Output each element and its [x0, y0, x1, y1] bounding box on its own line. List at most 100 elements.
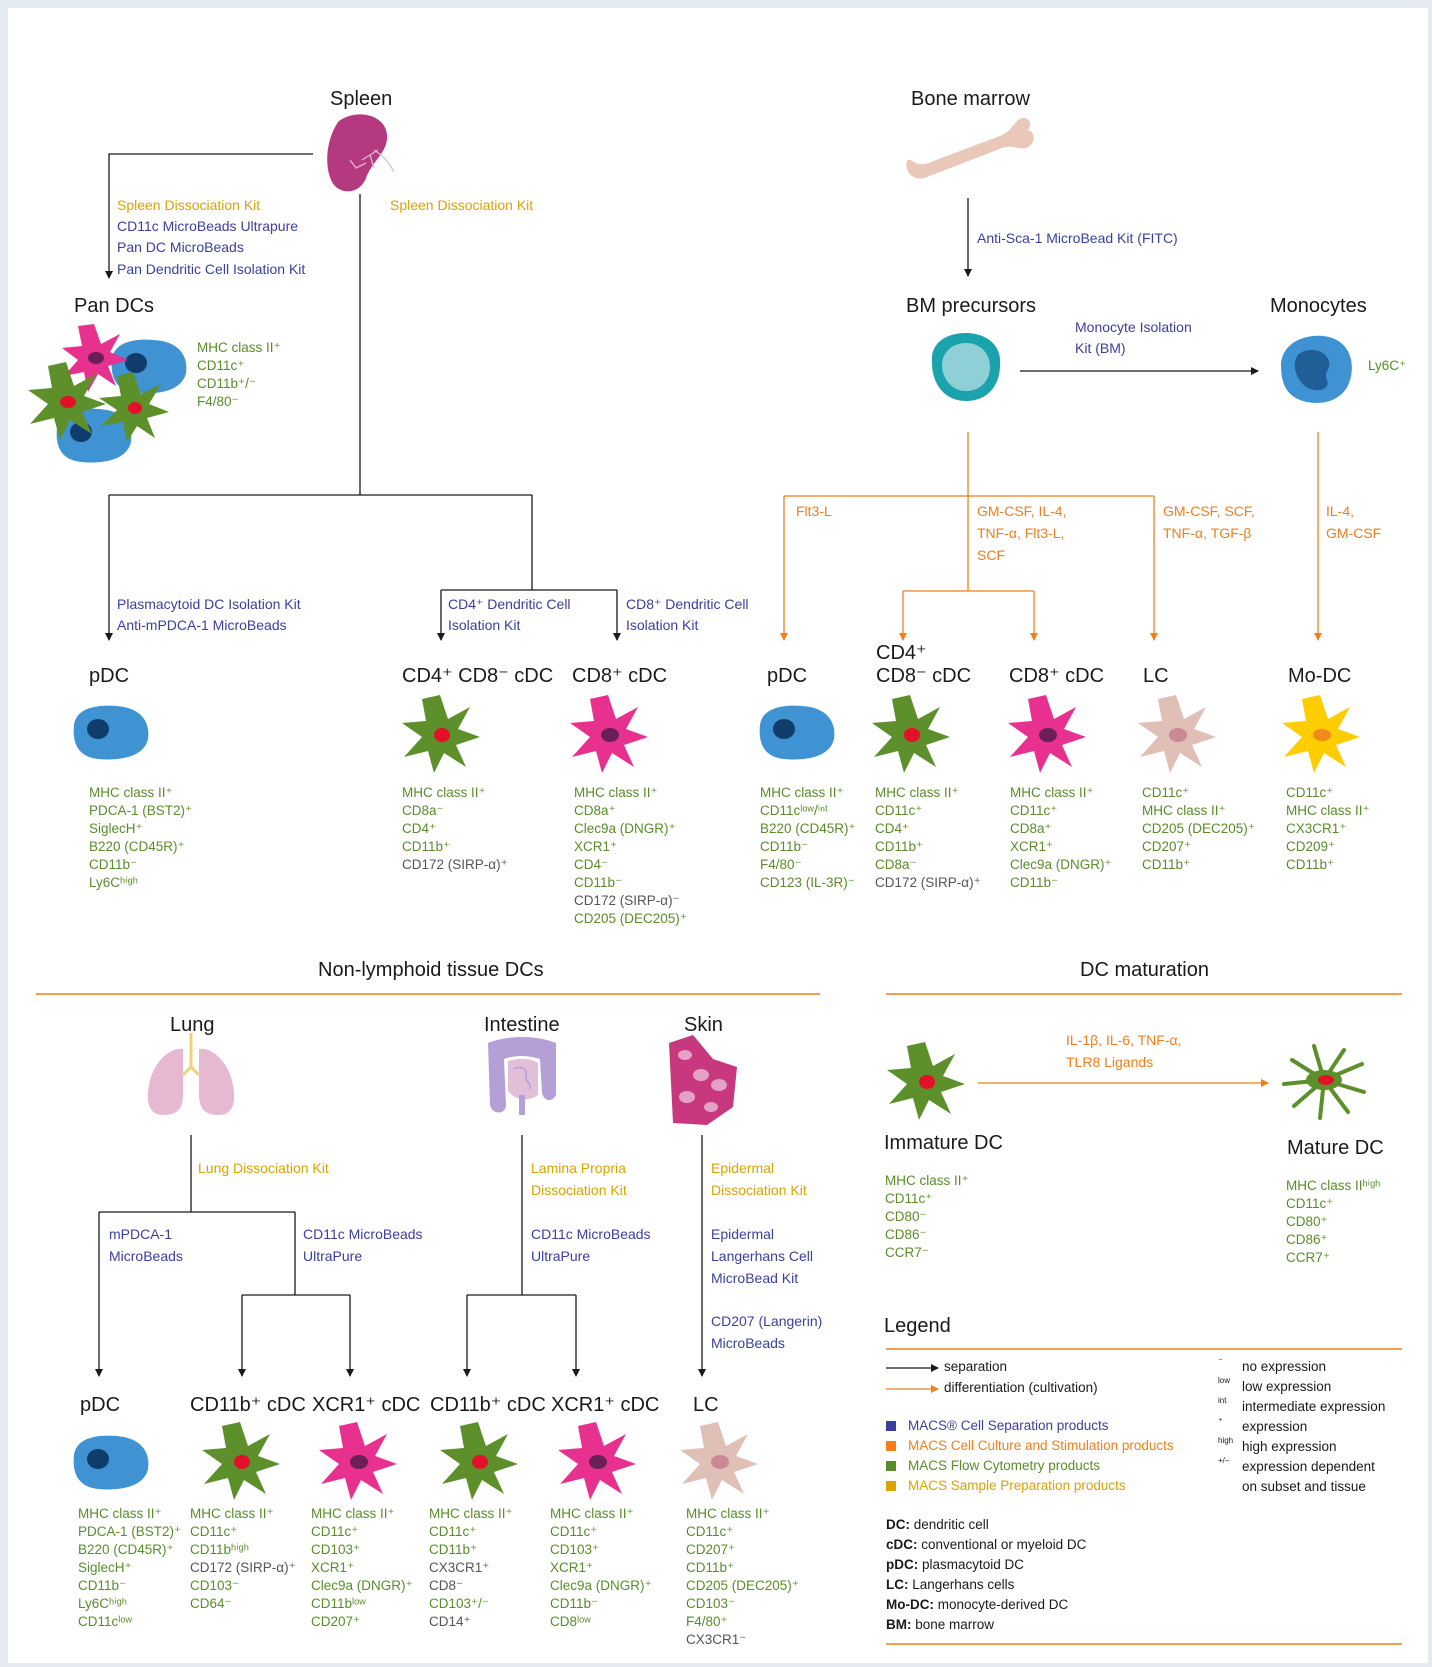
marker: CD11c⁺ [1010, 803, 1058, 818]
figure-card [8, 8, 1428, 1663]
bm-cd8-markers: MHC class II⁺CD11c⁺CD8a⁺XCR1⁺Clec9a (DNG… [1010, 784, 1112, 892]
bone-marrow-heading: Bone marrow [911, 88, 1030, 110]
marker: CD11bˡᵒʷ [311, 1596, 366, 1611]
cd4-dc-kit-line2: Isolation Kit [448, 617, 521, 633]
spleen-cd8-markers: MHC class II⁺CD8a⁺Clec9a (DNGR)⁺XCR1⁺CD4… [574, 784, 687, 928]
cd8-dc-kit-line1: CD8⁺ Dendritic Cell [626, 596, 749, 612]
monocyte-isolation-kit-line1: Monocyte Isolation [1075, 319, 1192, 335]
marker: CD8ˡᵒʷ [550, 1614, 591, 1629]
bone-icon [906, 117, 1034, 179]
marker: CD11c⁺ [429, 1524, 477, 1539]
marker: CD11b⁺ [1286, 857, 1335, 872]
pan-dcs-heading: Pan DCs [74, 295, 155, 317]
marker: CD11c⁺ [885, 1191, 933, 1206]
marker: SiglecH⁺ [78, 1560, 132, 1575]
marker: CD11c⁺ [1142, 785, 1190, 800]
lung-pdc-markers: MHC class II⁺PDCA-1 (BST2)⁺B220 (CD45R)⁺… [78, 1505, 181, 1631]
marker: CD207⁺ [686, 1542, 736, 1557]
marker: CD8a⁻ [875, 857, 917, 872]
dc-maturation-heading: DC maturation [1080, 959, 1209, 981]
marker: MHC class II⁺ [875, 785, 959, 800]
marker: MHC class II⁺ [1286, 803, 1370, 818]
spleen-cd8-cdc-cell-icon [570, 695, 648, 773]
marker: CD11c⁺ [1286, 785, 1334, 800]
marker: MHC class II⁺ [574, 785, 658, 800]
marker: PDCA-1 (BST2)⁺ [89, 803, 193, 818]
cd8-dc-kit-line2: Isolation Kit [626, 617, 699, 633]
marker: CD80⁺ [1286, 1214, 1328, 1229]
maturation-factors-line1: IL-1β, IL-6, TNF-α, [1066, 1032, 1182, 1048]
spleen-heading: Spleen [330, 88, 393, 110]
marker: CD8a⁻ [402, 803, 444, 818]
lung-icon [147, 1033, 235, 1115]
marker: CD11cˡᵒʷ [78, 1614, 132, 1629]
marker: MHC class II⁺ [1010, 785, 1094, 800]
marker: MHC class II⁺ [1142, 803, 1226, 818]
il4-line1: IL-4, [1326, 503, 1355, 519]
marker: MHC class II⁺ [686, 1506, 770, 1521]
bm-cd4-heading-line2: CD8⁻ cDC [876, 665, 972, 687]
marker: CD11b⁺ [402, 839, 451, 854]
bm-cd8-heading: CD8⁺ cDC [1009, 665, 1105, 687]
marker: CD4⁻ [574, 857, 609, 872]
legend-symbol: low [1218, 1376, 1231, 1385]
cd11c-microbeads-ultrapure-label: CD11c MicroBeads Ultrapure [117, 218, 299, 234]
cd207-line1: CD207 (Langerin) [711, 1313, 823, 1329]
marker: CD11c⁺ [686, 1524, 734, 1539]
mpdca1-microbeads-line2: MicroBeads [109, 1248, 183, 1264]
bm-modc-heading: Mo-DC [1288, 665, 1352, 687]
monocyte-markers: Ly6C⁺ [1368, 357, 1406, 375]
marker: CD11b⁺ [875, 839, 924, 854]
langerhans-kit-line2: Langerhans Cell [711, 1248, 813, 1264]
mpdca1-microbeads-line1: mPDCA-1 [109, 1226, 173, 1242]
legend-symbol-text: expression [1242, 1419, 1308, 1434]
cd11c-int-line2: UltraPure [531, 1248, 591, 1264]
marker: CD11b⁺ [686, 1560, 735, 1575]
marker: CD14⁺ [429, 1614, 471, 1629]
marker: CD123 (IL-3R)⁻ [760, 875, 855, 890]
legend-symbol-text: on subset and tissue [1242, 1479, 1366, 1494]
marker: MHC class II⁺ [197, 340, 281, 355]
monocytes-heading: Monocytes [1270, 295, 1367, 317]
bm-modc-markers: CD11c⁺MHC class II⁺CX3CR1⁺CD209⁺CD11b⁺ [1286, 784, 1370, 874]
lung-xcr1-markers: MHC class II⁺CD11c⁺CD103⁺XCR1⁺Clec9a (DN… [311, 1505, 413, 1631]
legend-symbol: +/– [1218, 1456, 1230, 1465]
legend-cell-separation-swatch [886, 1421, 896, 1431]
marker: CD11c⁺ [1286, 1196, 1334, 1211]
nonlymphoid-heading: Non-lymphoid tissue DCs [318, 959, 544, 981]
maturation-factors-line2: TLR8 Ligands [1066, 1054, 1154, 1070]
intestine-icon [488, 1037, 556, 1115]
cd11c-int-line1: CD11c MicroBeads [531, 1226, 651, 1242]
monocyte-isolation-kit-line2: Kit (BM) [1075, 340, 1126, 356]
immature-dc-markers: MHC class II⁺CD11c⁺CD80⁻CD86⁻CCR7⁻ [885, 1172, 969, 1262]
marker: B220 (CD45R)⁺ [89, 839, 185, 854]
lung-heading: Lung [170, 1014, 215, 1036]
lung-cd11b-heading: CD11b⁺ cDC [190, 1394, 306, 1416]
marker: MHC class II⁺ [402, 785, 486, 800]
marker: MHC class II⁺ [89, 785, 173, 800]
lamina-propria-line1: Lamina Propria [531, 1160, 626, 1176]
marker: MHC class II⁺ [760, 785, 844, 800]
legend-sample-prep-label: MACS Sample Preparation products [908, 1478, 1126, 1493]
legend-sample-prep-swatch [886, 1481, 896, 1491]
spleen-icon [327, 114, 395, 192]
monocyte-cell-icon [1281, 335, 1352, 403]
marker: F4/80⁺ [686, 1614, 728, 1629]
marker: CD172 (SIRP-α)⁺ [875, 875, 981, 890]
abbrev-modc: Mo-DC: monocyte-derived DC [886, 1597, 1069, 1612]
marker: B220 (CD45R)⁺ [760, 821, 856, 836]
marker: B220 (CD45R)⁺ [78, 1542, 174, 1557]
abbrev-cdc: cDC: conventional or myeloid DC [886, 1537, 1087, 1552]
marker: CD11b⁻ [89, 857, 138, 872]
bm-precursors-heading: BM precursors [906, 295, 1037, 317]
flt3-label: Flt3-L [796, 503, 832, 519]
int-cd11b-heading: CD11b⁺ cDC [430, 1394, 546, 1416]
epidermal-dissociation-line1: Epidermal [711, 1160, 775, 1176]
immature-dc-cell-icon [887, 1042, 965, 1120]
marker: CD4⁺ [875, 821, 910, 836]
marker: CD205 (DEC205)⁺ [686, 1578, 799, 1593]
marker: MHC class II⁺ [550, 1506, 634, 1521]
mature-dc-cell-icon [1282, 1044, 1366, 1120]
langerhans-kit-line3: MicroBead Kit [711, 1270, 799, 1286]
